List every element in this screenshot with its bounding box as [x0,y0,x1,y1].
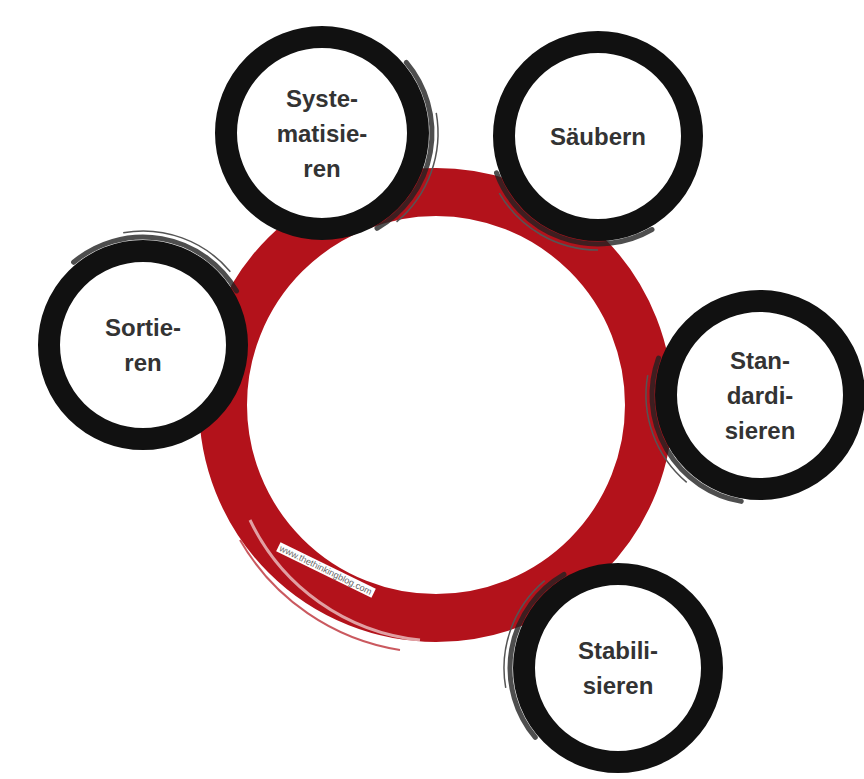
step-circle: Säubern [484,22,712,250]
brush-tail [377,62,432,228]
brush-streak [646,375,687,482]
text-holder: Stabili- sieren [504,554,732,779]
text-holder: Syste- matisie- ren [206,17,438,249]
circle-outline [226,37,418,229]
brush-tail [510,574,564,737]
brush-streak [123,231,230,272]
text-holder: Stan- dardi- sieren [646,281,864,509]
brush-circle [504,554,732,779]
step-circle: Stan- dardi- sieren [646,281,864,509]
brush-streak [504,581,545,688]
step-circle: Syste- matisie- ren [206,17,438,249]
step-label: Säubern [550,119,646,154]
brush-tail [497,173,652,244]
step-label: Stabili- sieren [578,633,658,703]
step-label: Stan- dardi- sieren [725,343,796,448]
red-ring [223,192,649,618]
text-holder: Sortie- ren [29,231,257,459]
brush-circle [29,231,257,459]
circle-outline [49,251,237,439]
step-circle: Stabili- sieren [504,554,732,779]
step-label: Syste- matisie- ren [277,81,368,186]
step-label: Sortie- ren [105,310,181,380]
brush-streak [397,113,438,222]
circle-outline [666,301,854,489]
step-circle: Sortie- ren [29,231,257,459]
circle-outline [524,574,712,762]
text-holder: Säubern [484,22,712,250]
brush-tail [74,237,237,291]
brush-streak [240,540,400,650]
circle-outline [504,42,692,230]
brush-streak [250,520,420,640]
brush-streak [499,193,598,250]
